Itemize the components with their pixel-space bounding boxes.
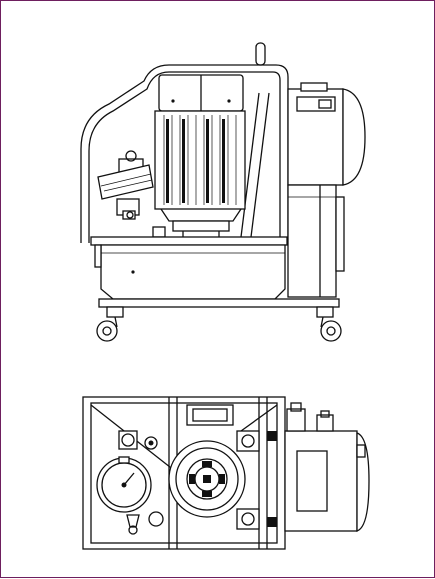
lifting-eye: [255, 42, 266, 66]
control-valve-block: [97, 150, 166, 238]
top-plan-view: [82, 396, 370, 550]
oil-tank-icon: [90, 236, 340, 308]
pressure-gauge-icon: [96, 456, 152, 513]
side-elevation-view: [80, 42, 366, 342]
caster-wheel-icon: [96, 306, 342, 342]
plan-pump-cover: [284, 402, 370, 532]
roll-cage-frame: [80, 64, 289, 243]
pump-housing: [287, 82, 366, 298]
motor-fan-gear: [168, 440, 246, 518]
electric-motor-icon: [154, 74, 246, 239]
plan-valve-block: [118, 430, 164, 535]
plan-brackets: [236, 430, 277, 530]
